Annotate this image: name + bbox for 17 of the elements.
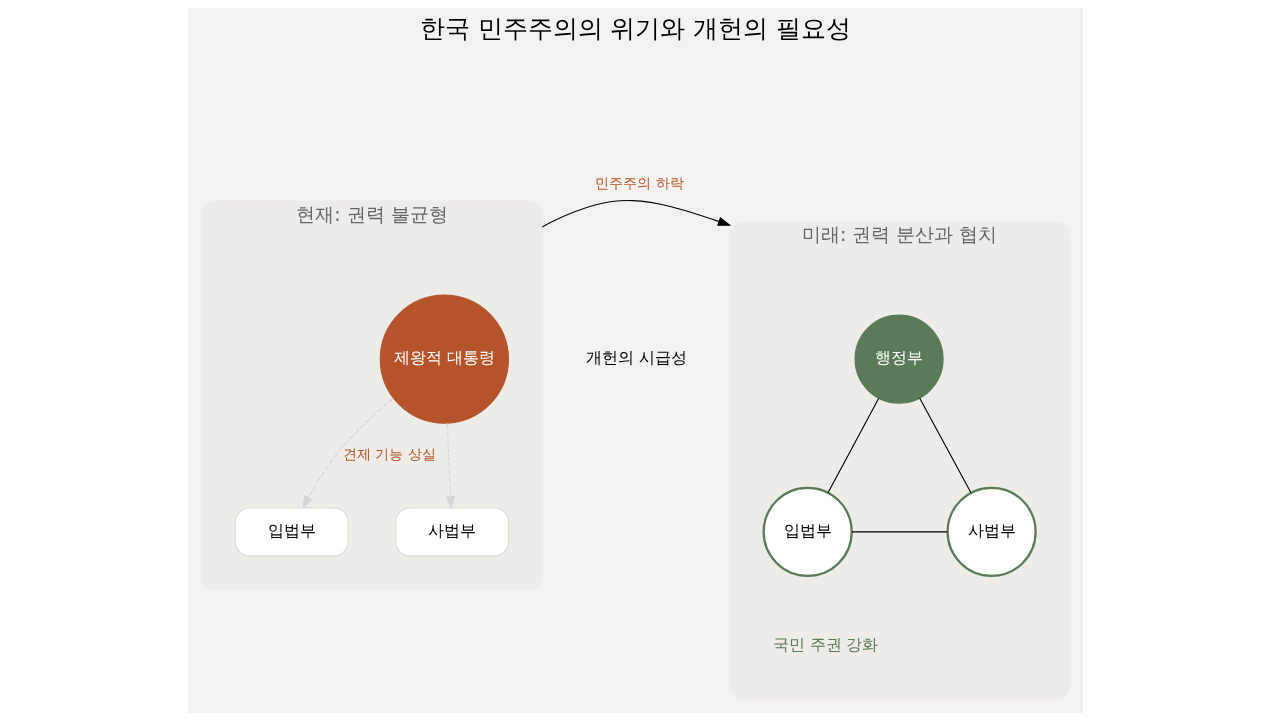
node-box: 입법부 — [234, 507, 348, 557]
node-box: 사법부 — [394, 507, 509, 557]
node-circle: 제왕적 대통령 — [379, 294, 509, 424]
edge-label: 민주주의 하락 — [594, 175, 684, 192]
arrow — [541, 200, 731, 228]
connector — [827, 397, 879, 494]
edge-label: 견제 기능 상실 — [342, 446, 436, 463]
arrow — [445, 422, 455, 510]
node-circle: 입법부 — [762, 486, 853, 577]
connector — [918, 397, 972, 494]
diagram-title: 한국 민주주의의 위기와 개헌의 필요성 — [419, 13, 851, 43]
label: 국민 주권 강화 — [772, 636, 878, 655]
node-circle: 행정부 — [854, 314, 944, 404]
node-circle: 사법부 — [945, 486, 1037, 577]
arrow — [301, 397, 394, 510]
connector — [850, 531, 948, 533]
label: 개헌의 시급성 — [585, 349, 687, 368]
